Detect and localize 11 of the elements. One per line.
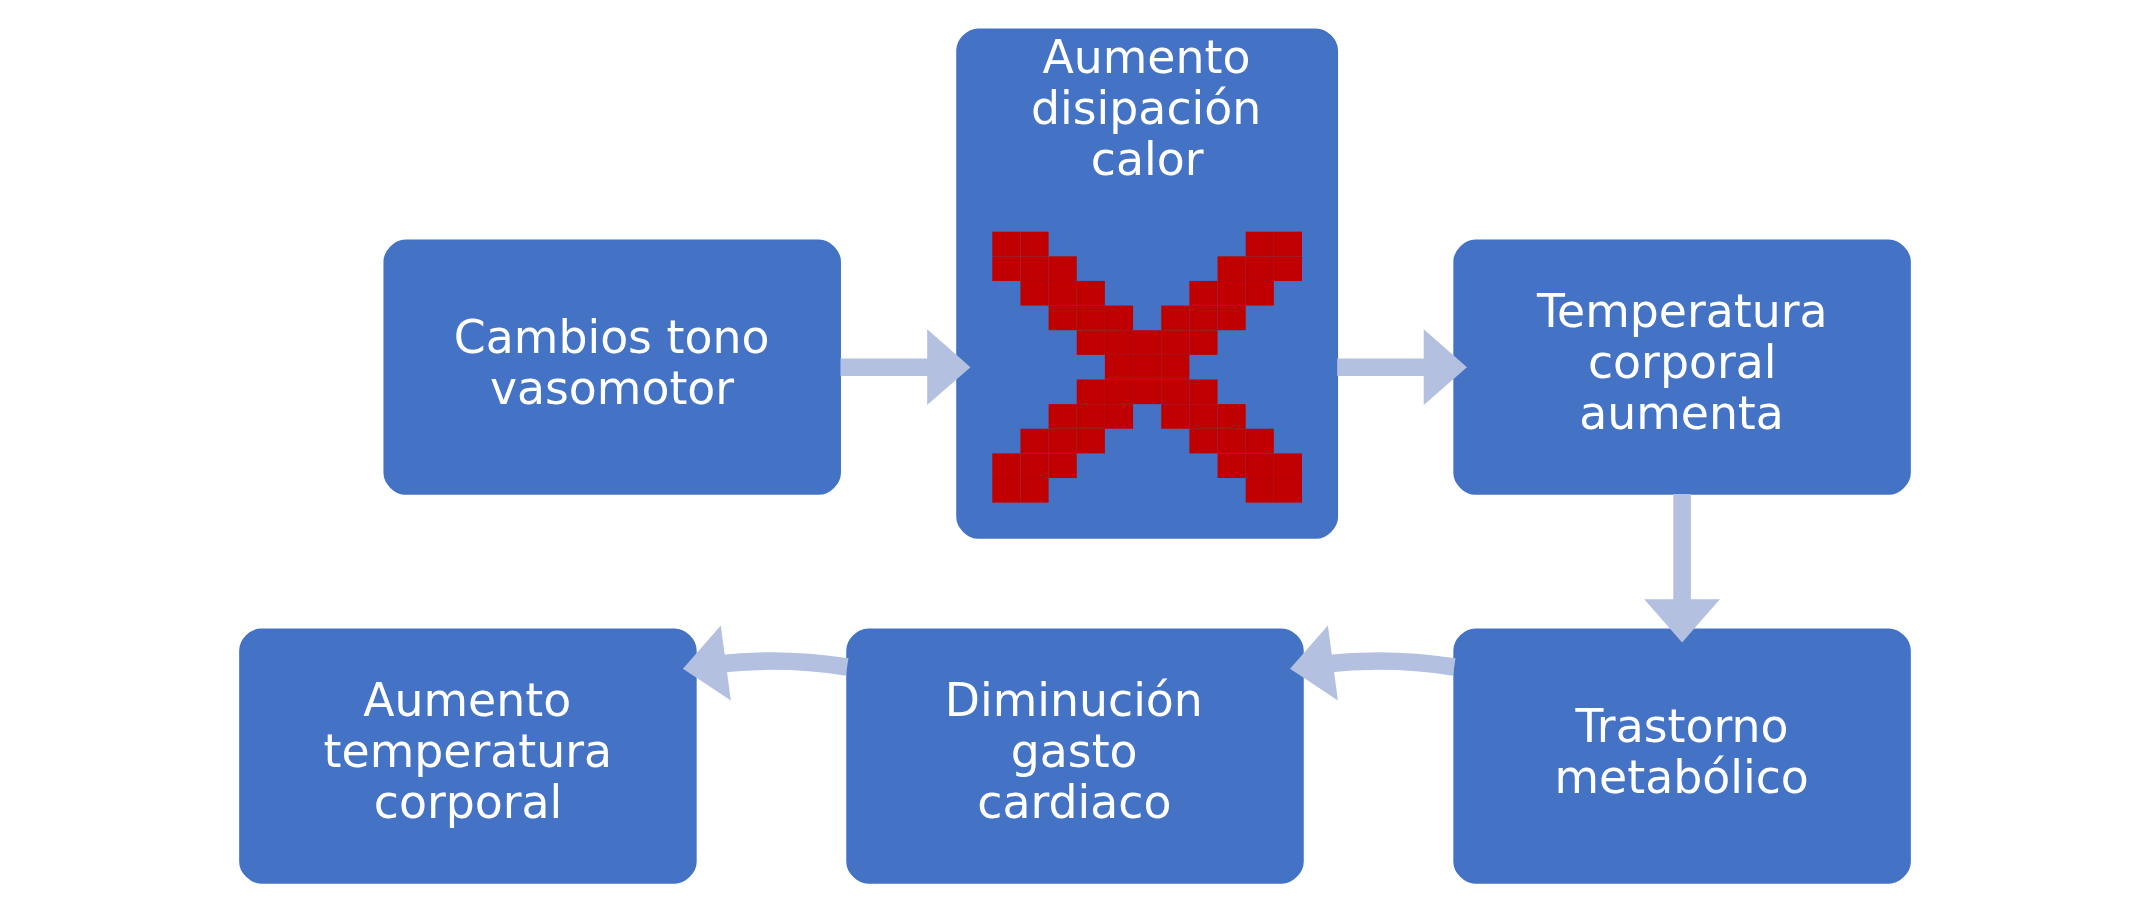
arrow bbox=[840, 329, 970, 406]
cluster: Aumento disipación calor bbox=[955, 28, 1338, 539]
node-box: Aumento temperatura corporal bbox=[238, 628, 697, 884]
node-box: Temperatura corporal aumenta bbox=[1452, 239, 1911, 495]
arrow bbox=[1289, 625, 1455, 701]
node-box: Cambios tono vasomotor bbox=[382, 239, 841, 495]
arrow bbox=[1643, 494, 1720, 643]
arrow bbox=[682, 625, 848, 701]
node-box: Diminución gasto cardiaco bbox=[845, 628, 1304, 884]
node-box: Trastorno metabólico bbox=[1452, 628, 1911, 884]
arrow bbox=[1336, 329, 1467, 406]
